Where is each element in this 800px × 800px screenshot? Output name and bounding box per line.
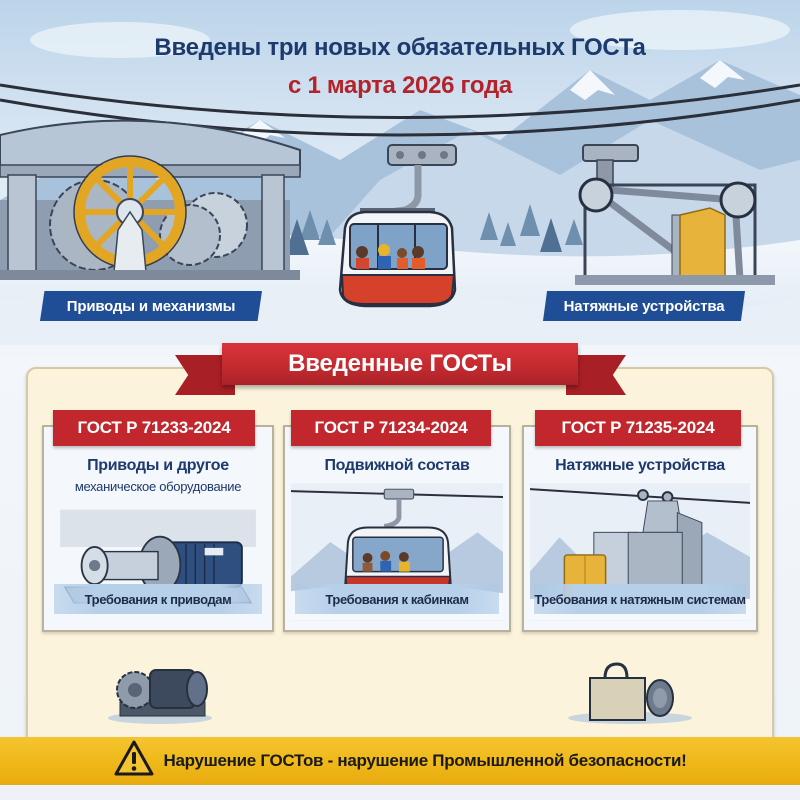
card-title: Подвижной состав [324,457,470,474]
gost-code-tag: ГОСТ Р 71234-2024 [291,410,491,446]
warning-triangle-icon [114,740,153,776]
gost-code-tag: ГОСТ Р 71235-2024 [535,410,741,446]
gondola-illustration [338,144,457,308]
requirement-label: Требования к кабинкам [295,584,499,614]
drive-station-illustration [0,119,301,280]
footer-strip [0,785,800,800]
gost-card-drives: Приводы и другое механическое оборудован… [42,425,274,632]
page-title: Введены три новых обязательных ГОСТа [154,34,646,61]
gost-card-rolling-stock: Подвижной состав Требования к кабинкам [283,425,511,632]
winter-mountain-scene [0,0,800,345]
gear-motor-icon [108,669,212,724]
card-subtitle: механическое оборудование [74,479,242,494]
safety-warning-banner: Нарушение ГОСТов - нарушение Промышленно… [0,737,800,785]
tensioning-device-illustration [575,144,775,285]
effective-date-subtitle: с 1 марта 2026 года [288,72,512,99]
label-tension-devices: Натяжные устройства [543,291,745,321]
hero-illustration: Введены три новых обязательных ГОСТа с 1… [0,0,800,345]
gost-code-tag: ГОСТ Р 71233-2024 [53,410,255,446]
requirement-label: Требования к натяжным системам [534,584,746,614]
gost-card-tension-devices: Натяжные устройства Требования к натяжны… [522,425,758,632]
card-title: Натяжные устройства [555,457,725,474]
requirement-label: Требования к приводам [54,584,262,614]
warning-text: Нарушение ГОСТов - нарушение Промышленно… [163,751,687,770]
card-title: Приводы и другое [87,457,229,474]
counterweight-box-icon [568,662,692,724]
label-drives-mechanisms: Приводы и механизмы [40,291,262,321]
section-ribbon-title: Введенные ГОСТы [222,343,578,385]
